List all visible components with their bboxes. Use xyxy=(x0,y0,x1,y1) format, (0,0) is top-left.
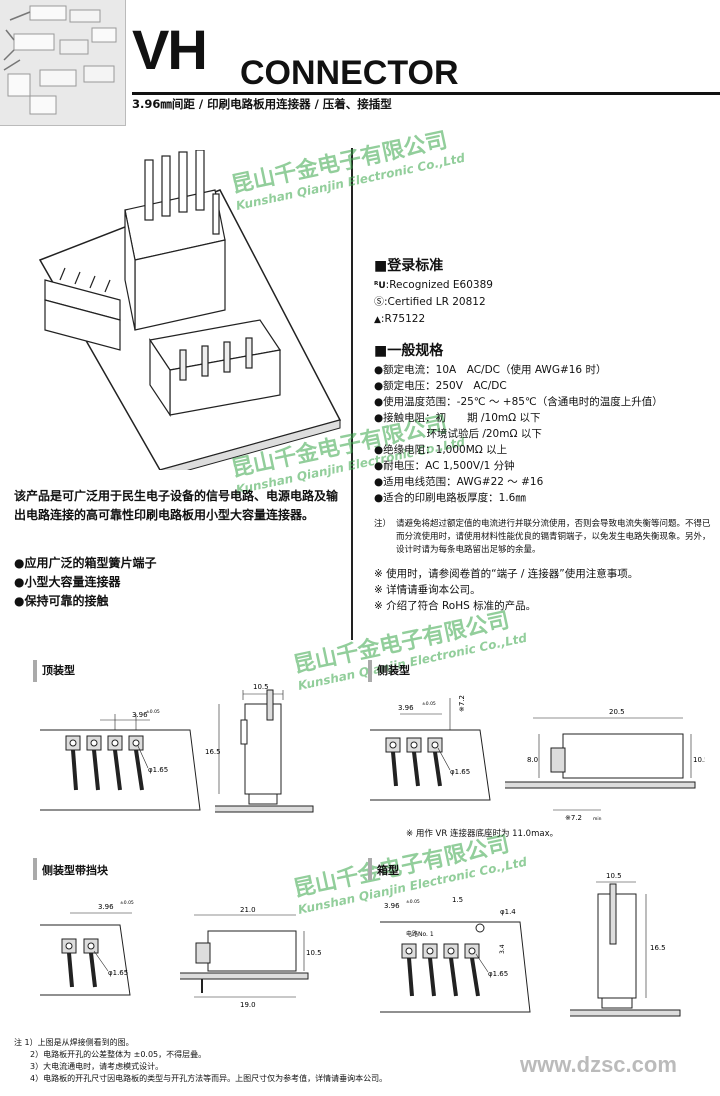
dim-34: 3.4 xyxy=(499,944,506,954)
side-block-pcb-drawing: 3.96 ±0.05 φ1.65 xyxy=(40,900,134,996)
pitch-tol: ±0.05 xyxy=(146,709,160,715)
section-bar xyxy=(33,660,37,682)
pitch-label-box: 3.96 xyxy=(384,902,400,910)
dim-80: 8.0 xyxy=(527,756,538,764)
top-mount-side-drawing: 10.5 16.5 xyxy=(205,683,314,813)
standards-list: ᴿU:Recognized E60389 Ⓢ:Certified LR 2081… xyxy=(374,277,493,328)
dim-width: 10.5 xyxy=(253,683,269,691)
title-vh: VH xyxy=(132,18,208,81)
spec-item: ●适用电线范围：AWG#22 ～ #16 xyxy=(374,476,544,488)
pitch-label-side: 3.96 xyxy=(398,704,414,712)
section-bar xyxy=(368,660,372,682)
connector-isometric-drawing xyxy=(38,150,342,470)
site-watermark: www.dzsc.com xyxy=(520,1052,677,1077)
dim-190: 19.0 xyxy=(240,1001,256,1009)
dim-205: 20.5 xyxy=(609,708,625,716)
subtitle: 3.96㎜间距 / 印刷电路板用连接器 / 压着、接插型 xyxy=(132,97,392,111)
footnote: 2）电路板开孔的公差整体为 ±0.05，不得层叠。 xyxy=(30,1050,207,1059)
box-side-drawing: 10.5 16.5 xyxy=(570,872,681,1017)
section-side-block: 侧装型带挡块 xyxy=(42,864,108,877)
note-label: 注） xyxy=(374,519,392,529)
dim-72-vert: ※7.2 xyxy=(458,695,466,712)
spec-item: ●耐电压：AC 1,500V/1 分钟 xyxy=(374,460,515,472)
title-connector: CONNECTOR xyxy=(240,54,459,92)
feature-item: ●应用广泛的箱型簧片端子 xyxy=(14,556,157,570)
standard-csa: Ⓢ:Certified LR 20812 xyxy=(374,296,486,308)
section-bar xyxy=(33,858,37,880)
pitch-label: 3.96 xyxy=(132,711,148,719)
hole-label-side: φ1.65 xyxy=(450,768,470,776)
features-list: ●应用广泛的箱型簧片端子 ●小型大容量连接器 ●保持可靠的接触 xyxy=(14,554,156,611)
footnote: 注 1）上图是从焊接侧看到的图。 xyxy=(14,1038,134,1047)
section-bar xyxy=(368,858,372,880)
standard-tuv: ▲:R75122 xyxy=(374,313,426,325)
feature-item: ●保持可靠的接触 xyxy=(14,594,109,608)
spec-item: ●绝缘电阻：1,000MΩ 以上 xyxy=(374,444,508,456)
dim-min: min xyxy=(593,816,602,822)
hole-label-block: φ1.65 xyxy=(108,969,128,977)
spec-item: ●额定电压：250V AC/DC xyxy=(374,380,507,392)
connector-photo-illustration xyxy=(3,5,117,115)
dim-height: 16.5 xyxy=(205,748,221,756)
product-description: 该产品是可广泛用于民生电子设备的信号电路、电源电路及输出电路连接的高可靠性印刷电… xyxy=(14,489,339,522)
triangle-icon: ▲ xyxy=(374,315,381,325)
box-pcb-drawing: 3.96 ±0.05 1.5 φ1.4 电路No. 1 3.4 φ1.65 xyxy=(380,896,531,1013)
pitch-tol-box: ±0.05 xyxy=(406,899,420,905)
spec-item: ●使用温度范围：-25℃ ～ +85℃（含通电时的温度上升值） xyxy=(374,396,663,408)
remark-item: ※ 详情请垂询本公司。 xyxy=(374,584,481,596)
dim-210: 21.0 xyxy=(240,906,256,914)
circuit-no: 电路No. 1 xyxy=(406,930,434,938)
pitch-tol-block: ±0.05 xyxy=(120,900,134,906)
footnote: 3）大电流通电时，请考虑模式设计。 xyxy=(30,1062,164,1071)
spec-item: ●额定电流：10A AC/DC（使用 AWG#16 时） xyxy=(374,364,607,376)
title-underline xyxy=(132,92,720,95)
side-block-side-drawing: 21.0 10.5 19.0 xyxy=(180,906,322,1009)
footnote: 4）电路板的开孔尺寸因电路板的类型与开孔方法等而异。上图尺寸仅为参考值，详情请垂… xyxy=(30,1074,388,1083)
section-top-mount: 顶装型 xyxy=(42,664,75,677)
footnotes: 注 1）上图是从焊接侧看到的图。 2）电路板开孔的公差整体为 ±0.05，不得层… xyxy=(14,1037,534,1085)
standard-ul: ᴿU:Recognized E60389 xyxy=(374,279,493,291)
top-mount-pcb-drawing: 3.96 ±0.05 φ1.65 xyxy=(40,709,201,811)
specs-list: ●额定电流：10A AC/DC（使用 AWG#16 时） ●额定电压：250V … xyxy=(374,362,714,506)
column-divider xyxy=(351,148,353,640)
csa-icon: Ⓢ xyxy=(374,297,384,308)
vr-note: ※ 用作 VR 连接器底座时为 11.0max。 xyxy=(406,829,559,839)
dim-105-block: 10.5 xyxy=(306,949,322,957)
specs-heading: ■一般规格 xyxy=(374,343,444,359)
dim-72-horiz: ※7.2 xyxy=(565,814,582,822)
dim-105-side: 10.5 xyxy=(693,756,705,764)
hole-label-box: φ1.65 xyxy=(488,970,508,978)
pitch-label-block: 3.96 xyxy=(98,903,114,911)
remarks: ※ 使用时，请参阅卷首的“端子 / 连接器”使用注意事项。 ※ 详情请垂询本公司… xyxy=(374,566,714,614)
ul-icon: ᴿU xyxy=(374,281,386,291)
hole-label: φ1.65 xyxy=(148,766,168,774)
hole2-label: φ1.4 xyxy=(500,908,516,916)
pitch-tol-side: ±0.05 xyxy=(422,701,436,707)
side-mount-pcb-drawing: 3.96 ±0.05 ※7.2 φ1.65 xyxy=(370,695,491,801)
feature-item: ●小型大容量连接器 xyxy=(14,575,121,589)
standards-heading: ■登录标准 xyxy=(374,258,444,274)
spec-item: ●接触电阻：初 期 /10mΩ 以下 xyxy=(374,412,541,424)
side-mount-side-drawing: 20.5 8.0 10.5 ※7.2 min xyxy=(505,708,705,822)
dim-105-box: 10.5 xyxy=(606,872,622,880)
spec-item: ●适合的印刷电路板厚度：1.6㎜ xyxy=(374,492,526,504)
note-text: 请避免将超过额定值的电流进行并联分流使用，否则会导致电流失衡等问题。不得已而分流… xyxy=(396,519,711,555)
product-photo xyxy=(0,0,126,126)
spec-item: 环境试验后 /20mΩ 以下 xyxy=(374,428,542,440)
section-side-mount: 侧装型 xyxy=(377,664,410,677)
dim-165-box: 16.5 xyxy=(650,944,666,952)
remark-item: ※ 介绍了符合 RoHS 标准的产品。 xyxy=(374,600,537,612)
section-box: 箱型 xyxy=(377,864,399,877)
dim-15: 1.5 xyxy=(452,896,463,904)
remark-item: ※ 使用时，请参阅卷首的“端子 / 连接器”使用注意事项。 xyxy=(374,568,639,580)
